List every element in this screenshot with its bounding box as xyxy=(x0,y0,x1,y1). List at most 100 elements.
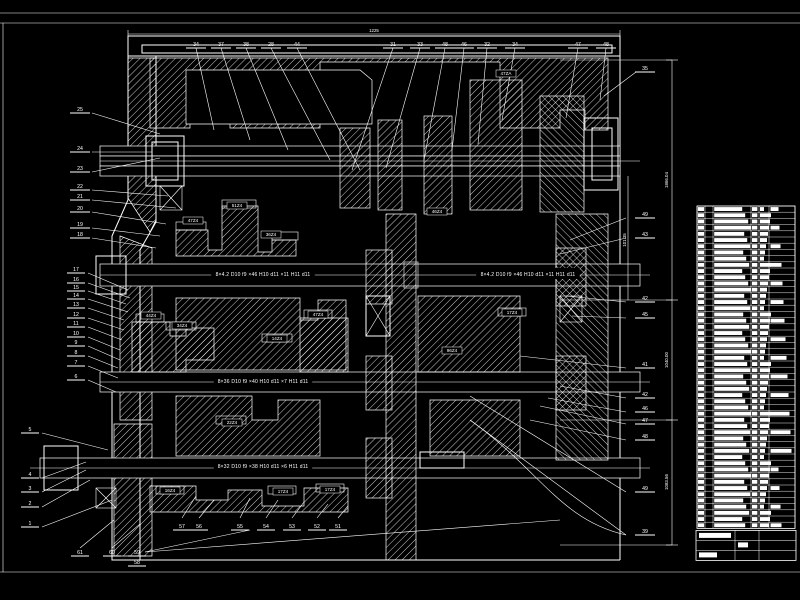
bom-cell-remark xyxy=(770,430,791,435)
bom-cell-qty xyxy=(752,349,758,354)
gear-label-box xyxy=(226,201,248,210)
bom-cell-qty xyxy=(752,424,758,428)
spline-text-plate xyxy=(476,268,580,279)
bom-cell-name xyxy=(714,300,748,304)
bom-cell-name xyxy=(714,231,745,236)
bom-cell-material xyxy=(760,411,771,416)
gear-label-box xyxy=(501,308,523,317)
balloon-number: 11 xyxy=(73,321,78,327)
bom-cell-name xyxy=(714,455,743,459)
gear-label-box xyxy=(307,310,329,319)
bom-cell-qty xyxy=(752,293,758,298)
bom-cell-material xyxy=(760,479,768,484)
bom-cell-index xyxy=(697,256,705,261)
bom-cell-index xyxy=(697,219,705,224)
balloon-number: 22 xyxy=(77,184,83,190)
bom-cell-index xyxy=(697,207,705,211)
bom-cell-material xyxy=(760,461,771,466)
bom-cell-name xyxy=(714,238,748,242)
bom-cell-name xyxy=(714,318,747,323)
bom-cell-name xyxy=(714,405,749,410)
balloon-number: 61 xyxy=(77,550,83,556)
bom-cell-name xyxy=(714,362,748,366)
bom-cell-material xyxy=(760,393,766,397)
balloon-number: 14 xyxy=(73,293,79,299)
bom-cell-name xyxy=(714,417,745,422)
bom-cell-name xyxy=(714,256,747,261)
bom-cell-index xyxy=(697,337,705,342)
balloon-number: 17 xyxy=(73,267,79,273)
bom-cell-material xyxy=(760,256,764,261)
bom-cell-index xyxy=(697,498,705,503)
bom-cell-index xyxy=(697,269,705,273)
bom-cell-qty xyxy=(752,436,758,441)
bom-cell-index xyxy=(697,492,705,497)
bom-cell-name xyxy=(714,411,752,416)
bom-cell-material xyxy=(760,362,771,366)
bom-cell-name xyxy=(714,393,743,397)
bom-cell-index xyxy=(697,479,705,484)
balloon-number: 47 xyxy=(575,42,581,48)
bom-cell-name xyxy=(714,380,747,385)
balloon-number: 18 xyxy=(77,232,83,238)
balloon-number: 46 xyxy=(642,406,648,412)
bom-cell-qty xyxy=(752,393,758,397)
spline-spec-label: 8×36 D10 f9 ×40 H10 d11 ×7 H11 d11 xyxy=(218,379,309,385)
bom-cell-index xyxy=(697,380,705,385)
bom-cell-remark xyxy=(770,300,784,304)
bom-cell-material xyxy=(760,374,769,379)
balloon-number: 52 xyxy=(314,524,320,530)
bom-cell-index xyxy=(697,355,705,360)
bom-cell-qty xyxy=(752,386,758,391)
leader-lines-top xyxy=(195,47,607,171)
gear-tooth-label: 47Z4 xyxy=(313,312,324,317)
gear-label-box xyxy=(495,69,517,78)
bom-cell-material xyxy=(760,238,767,242)
bom-cell-qty xyxy=(752,399,758,404)
spline-spec-label: 8×4.2 D10 f9 ×46 H10 d11 ×11 H11 d11 xyxy=(216,272,311,278)
balloon-number: 42 xyxy=(642,392,648,398)
gear-label-box xyxy=(260,230,282,239)
balloon-number: 46 xyxy=(461,42,467,48)
bom-cell-material xyxy=(760,293,766,298)
gear-label-box xyxy=(266,334,288,343)
gear-label-box xyxy=(140,311,162,320)
bom-cell-material xyxy=(760,386,767,391)
balloon-number: 12 xyxy=(73,312,79,318)
overall-dim-label: 1225 xyxy=(369,28,379,33)
bom-cell-name xyxy=(714,436,744,441)
bom-cell-material xyxy=(760,300,765,304)
bom-cell-qty xyxy=(752,368,758,373)
right-dim-1: 1866.04 xyxy=(664,172,669,188)
bom-cell-index xyxy=(697,473,705,478)
bom-cell-name xyxy=(714,430,751,435)
bom-cell-material xyxy=(760,504,764,509)
bom-cell-name xyxy=(714,343,749,348)
bom-cell-qty xyxy=(752,244,758,249)
balloon-number: 59 xyxy=(134,550,140,556)
gear-label-box xyxy=(319,485,341,494)
gear-cluster-lower xyxy=(149,395,521,513)
gear-tooth-label: 14Z4 xyxy=(272,336,283,341)
balloon-number: 58 xyxy=(134,560,140,566)
bom-cell-name xyxy=(714,213,746,218)
balloon-number: 43 xyxy=(642,232,648,238)
gear-label-box xyxy=(441,346,463,355)
bom-cell-name xyxy=(714,306,751,311)
bom-cell-qty xyxy=(752,331,758,335)
gear-tooth-label: 17Z4 xyxy=(278,489,289,494)
balloon-number: 5 xyxy=(29,427,32,433)
bom-cell-qty xyxy=(752,262,758,267)
gear-tooth-label: 44Z4 xyxy=(146,313,157,318)
bom-cell-name xyxy=(714,492,751,497)
bom-cell-material xyxy=(760,492,766,497)
bom-cell-material xyxy=(760,349,765,354)
bom-cell-name xyxy=(714,269,743,273)
bom-cell-index xyxy=(697,424,705,428)
bom-cell-index xyxy=(697,436,705,441)
bom-cell-name xyxy=(714,312,744,317)
right-dim-3: 1083.56 xyxy=(664,474,669,490)
